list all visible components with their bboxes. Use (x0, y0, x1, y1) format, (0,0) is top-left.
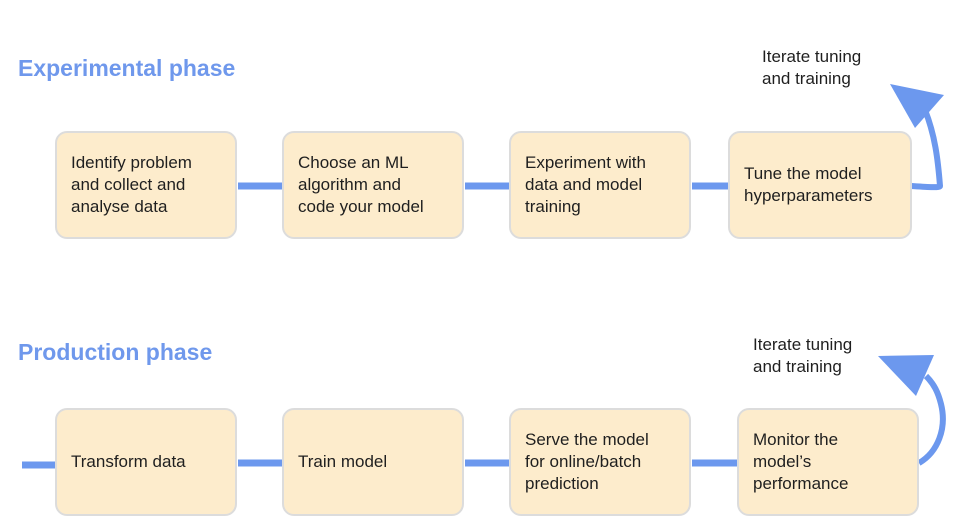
step-transform-data: Transform data (55, 408, 237, 516)
iterate-label-production: Iterate tuning and training (753, 335, 853, 376)
iterate-loop-arrow (910, 108, 944, 191)
production-phase-title: Production phase (18, 339, 213, 365)
step-train-model: Train model (282, 408, 464, 516)
iterate-label-experimental: Iterate tuning and training (762, 47, 862, 88)
iterate-loop-arrow (917, 373, 946, 466)
iterate-arrow-head (878, 355, 934, 396)
experimental-phase-title: Experimental phase (18, 55, 236, 81)
step-choose-algorithm: Choose an ML algorithm and code your mod… (282, 131, 464, 239)
step-serve-model: Serve the model for online/batch predict… (509, 408, 691, 516)
iterate-arrow-head (890, 84, 944, 128)
step-tune-hyperparameters: Tune the model hyperparameters (728, 131, 912, 239)
step-experiment: Experiment with data and model training (509, 131, 691, 239)
step-identify-problem: Identify problem and collect and analyse… (55, 131, 237, 239)
step-monitor-performance: Monitor the model’s performance (737, 408, 919, 516)
